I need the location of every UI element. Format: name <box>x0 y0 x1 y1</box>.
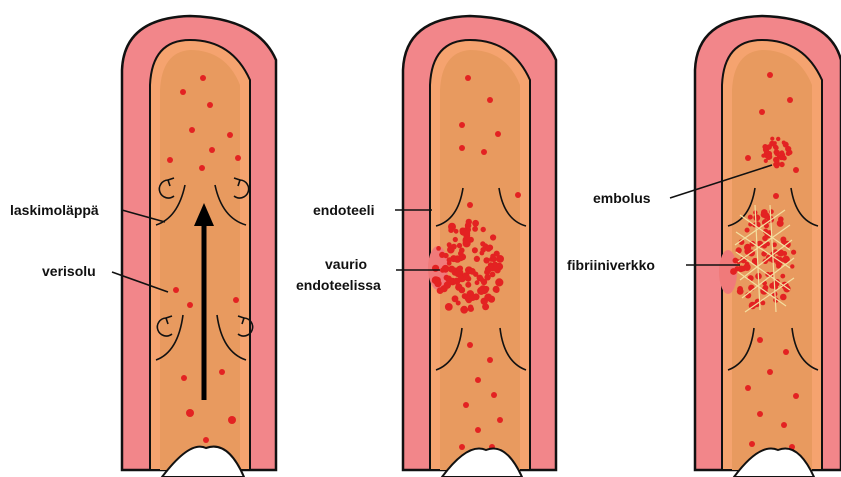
blood-cell <box>451 244 457 250</box>
blood-cell <box>782 251 787 256</box>
blood-cell <box>432 265 439 272</box>
blood-cell <box>457 243 462 248</box>
blood-cell <box>437 287 444 294</box>
blood-cell <box>773 141 777 145</box>
blood-cell <box>447 242 452 247</box>
blood-cell <box>444 281 451 288</box>
blood-cell <box>490 272 496 278</box>
blood-cell <box>434 280 441 287</box>
blood-cell <box>494 287 500 293</box>
label-damage-line2: endoteelissa <box>296 277 381 293</box>
blood-cell <box>436 246 441 251</box>
blood-cell <box>447 261 452 266</box>
blood-cell <box>791 250 796 255</box>
blood-cell <box>780 274 785 279</box>
blood-cell <box>762 144 768 150</box>
blood-cell <box>474 256 480 262</box>
blood-cell <box>764 150 769 155</box>
blood-cell <box>487 245 493 251</box>
blood-cell <box>472 247 478 253</box>
blood-cell <box>790 264 794 268</box>
blood-cell <box>465 276 471 282</box>
blood-cell <box>477 287 485 295</box>
blood-cell <box>480 241 485 246</box>
blood-cell <box>465 266 473 274</box>
blood-cell <box>472 220 479 227</box>
vein-damaged <box>403 16 556 477</box>
blood-cell <box>490 254 495 259</box>
vein-normal <box>122 16 276 477</box>
blood-cell <box>763 213 770 220</box>
blood-cell <box>468 306 474 312</box>
label-endothelium: endoteeli <box>313 202 374 218</box>
blood-cell <box>466 219 472 225</box>
blood-cell <box>465 282 471 288</box>
blood-cell <box>483 257 489 263</box>
blood-cell <box>780 294 787 301</box>
blood-cell <box>482 303 489 310</box>
blood-cell <box>481 279 487 285</box>
blood-cell <box>735 266 740 271</box>
blood-cell <box>777 220 784 227</box>
blood-cell <box>782 141 786 145</box>
blood-cell <box>445 303 453 311</box>
blood-cell <box>787 150 792 155</box>
blood-cell <box>490 234 496 240</box>
blood-cell <box>770 137 774 141</box>
label-valve: laskimoläppä <box>10 202 99 218</box>
blood-cell <box>776 137 780 141</box>
blood-cell <box>469 295 474 300</box>
blood-cell <box>460 306 468 314</box>
label-fibrin-net: fibriiniverkko <box>567 257 655 273</box>
blood-cell <box>753 214 760 221</box>
vein-lumen <box>160 50 240 470</box>
blood-cell <box>764 159 768 163</box>
blood-cell <box>737 286 743 292</box>
blood-cell <box>452 269 459 276</box>
blood-cell <box>445 276 452 283</box>
label-embolus: embolus <box>593 190 651 206</box>
blood-cell <box>745 228 750 233</box>
blood-cell <box>459 287 466 294</box>
blood-cell <box>495 278 503 286</box>
blood-cell <box>761 154 765 158</box>
blood-cell <box>782 156 786 160</box>
blood-cell <box>745 262 750 267</box>
vein-embolus <box>695 16 841 477</box>
blood-cell <box>459 248 465 254</box>
label-blood-cell: verisolu <box>42 263 96 279</box>
blood-cell <box>439 252 445 258</box>
label-damage-line1: vaurio <box>325 256 367 272</box>
blood-cell <box>462 293 468 299</box>
blood-cell <box>484 294 492 302</box>
blood-cell <box>481 227 486 232</box>
blood-cell <box>496 263 504 271</box>
blood-cell <box>450 255 457 262</box>
blood-cell <box>748 215 753 220</box>
blood-cell <box>733 258 739 264</box>
blood-cell <box>475 280 480 285</box>
blood-cell <box>776 150 780 154</box>
blood-cell <box>472 226 478 232</box>
blood-cell <box>453 237 458 242</box>
blood-cell <box>456 301 461 306</box>
blood-cell <box>780 150 785 155</box>
blood-cell <box>454 229 459 234</box>
blood-cell <box>464 230 471 237</box>
blood-cell <box>480 247 486 253</box>
blood-cell <box>775 161 780 166</box>
